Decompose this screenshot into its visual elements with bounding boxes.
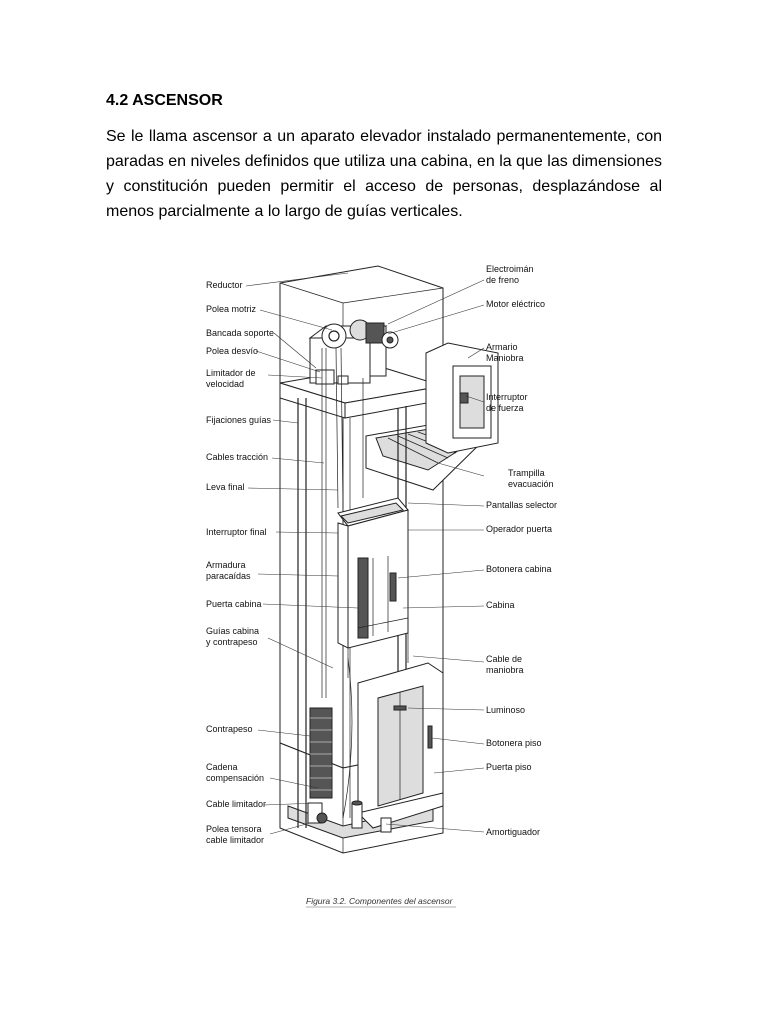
machine-motor [308, 319, 399, 385]
label-polea-desvio: Polea desvío [206, 346, 258, 356]
elevator-cabin [337, 497, 409, 678]
label-bancada-soporte: Bancada soporte [206, 328, 274, 338]
label-limitador-velocidad: Limitador de velocidad [206, 368, 258, 389]
labels-left: Reductor Polea motriz Bancada soporte Po… [206, 280, 274, 845]
label-trampilla-evacuacion: Trampilla evacuación [508, 468, 554, 489]
label-cables-traccion: Cables tracción [206, 452, 268, 462]
label-cadena-compensacion: Cadena compensación [206, 762, 264, 783]
label-interruptor-fuerza: Interruptor de fuerza [486, 392, 530, 413]
label-botonera-cabina: Botonera cabina [486, 564, 552, 574]
machine-room-slab [279, 365, 444, 419]
label-operador-puerta: Operador puerta [486, 524, 552, 534]
label-armadura-paracaidas: Armadura paracaídas [206, 560, 251, 581]
label-polea-motriz: Polea motriz [206, 304, 257, 314]
section-paragraph: Se le llama ascensor a un aparato elevad… [106, 128, 662, 220]
elevator-diagram: Reductor Polea motriz Bancada soporte Po… [206, 264, 557, 908]
label-guias-cabina: Guías cabina y contrapeso [206, 626, 262, 647]
elevator-components-figure: Reductor Polea motriz Bancada soporte Po… [198, 258, 568, 910]
label-puerta-piso: Puerta piso [486, 762, 532, 772]
label-motor-electrico: Motor eléctrico [486, 299, 545, 309]
label-amortiguador: Amortiguador [486, 827, 540, 837]
label-reductor: Reductor [206, 280, 243, 290]
label-cable-limitador: Cable limitador [206, 799, 266, 809]
label-pantallas-selector: Pantallas selector [486, 500, 557, 510]
label-interruptor-final: Interruptor final [206, 527, 267, 537]
label-armario-maniobra: Armario Maniobra [486, 342, 524, 363]
label-luminoso: Luminoso [486, 705, 525, 715]
label-botonera-piso: Botonera piso [486, 738, 542, 748]
control-cabinet [365, 342, 499, 491]
label-polea-tensora: Polea tensora cable limitador [206, 824, 264, 845]
pit-buffers [307, 800, 392, 833]
figure-caption: Figura 3.2. Componentes del ascensor [306, 896, 454, 906]
label-fijaciones-guias: Fijaciones guías [206, 415, 272, 425]
label-electroiman-freno: Electroimán de freno [486, 264, 536, 285]
label-contrapeso: Contrapeso [206, 724, 253, 734]
labels-right: Electroimán de freno Motor eléctrico Arm… [486, 264, 557, 837]
label-cable-maniobra: Cable de maniobra [486, 654, 525, 675]
label-puerta-cabina: Puerta cabina [206, 599, 262, 609]
leader-lines [245, 272, 485, 835]
section-heading: 4.2 ASCENSOR [106, 92, 223, 109]
traction-cables [321, 347, 364, 698]
counterweight [309, 657, 353, 819]
label-cabina: Cabina [486, 600, 515, 610]
landing-door [357, 662, 444, 829]
label-leva-final: Leva final [206, 482, 245, 492]
